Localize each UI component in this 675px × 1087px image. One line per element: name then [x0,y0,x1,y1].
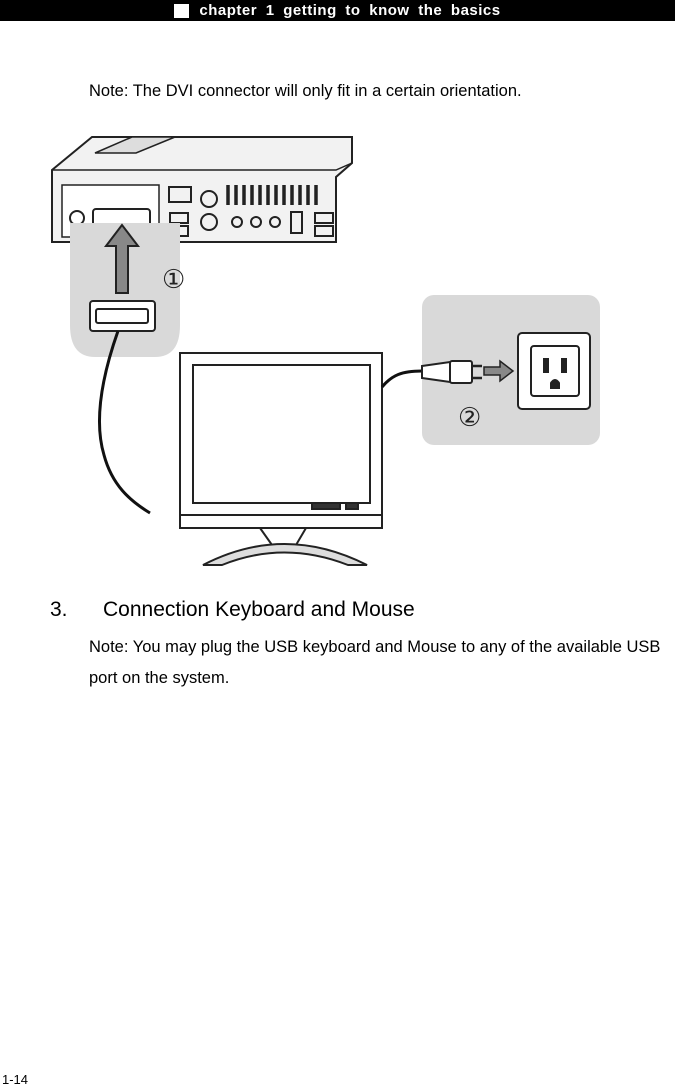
right-arrow-icon [483,359,515,383]
header-square-icon [174,3,190,18]
dvi-orientation-note: Note: The DVI connector will only fit in… [89,82,522,100]
section-heading: 3. Connection Keyboard and Mouse [50,598,415,622]
power-plug-icon [421,360,482,384]
usb-note: Note: You may plug the USB keyboard and … [89,638,661,687]
dvi-cable [97,330,151,515]
chapter-header-bar: chapter 1 getting to know the basics [0,0,675,21]
up-arrow-icon [103,223,141,294]
step-2-marker: ② [458,403,481,433]
page-number: 1-14 [2,1072,29,1087]
section-title: Connection Keyboard and Mouse [103,598,415,621]
power-cable [380,369,423,388]
dvi-connector-icon [89,300,156,332]
monitor-icon [179,352,383,566]
section-number: 3. [50,598,68,621]
wall-outlet-icon [517,332,591,410]
connection-illustration: ① [40,125,620,570]
chapter-title: chapter 1 getting to know the basics [199,2,501,19]
step-1-marker: ① [162,265,185,295]
